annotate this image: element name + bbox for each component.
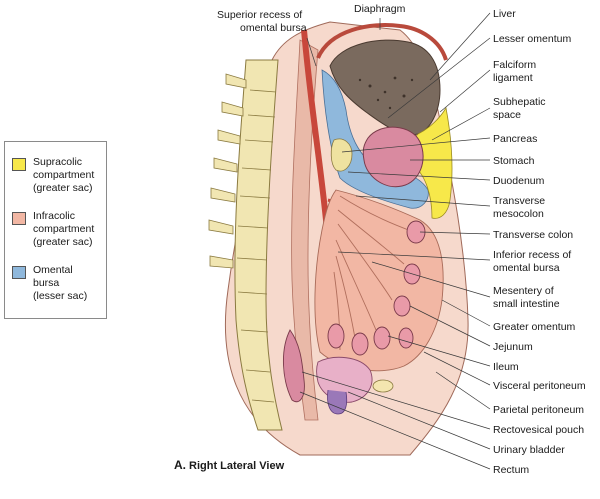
figure-caption: A.Right Lateral View xyxy=(174,458,284,472)
right-label-1-line0: Lesser omentum xyxy=(493,33,571,45)
right-label-8-line0: Transverse colon xyxy=(493,229,573,241)
legend-swatch-omental xyxy=(12,266,26,279)
right-label-3-line0: Subhepatic xyxy=(493,96,546,108)
right-label-6-line0: Duodenum xyxy=(493,175,545,187)
right-label-7-line1: mesocolon xyxy=(493,208,544,220)
caption-text: Right Lateral View xyxy=(189,460,285,472)
right-label-2-line0: Falciform xyxy=(493,59,536,71)
legend-label-infracolic: Infracolic compartment (greater sac) xyxy=(33,210,95,248)
right-label-17-line0: Urinary bladder xyxy=(493,444,565,456)
leader-lines xyxy=(299,12,491,470)
right-label-4-line0: Pancreas xyxy=(493,133,537,145)
rectum-shape xyxy=(282,329,305,403)
legend-label-supracolic: Supracolic compartment (greater sac) xyxy=(33,156,95,194)
right-label-18-line0: Rectum xyxy=(493,464,529,476)
right-label-7-line0: Transverse xyxy=(493,195,545,207)
right-label-9-line1: omental bursa xyxy=(493,262,560,274)
right-label-13-line0: Ileum xyxy=(493,361,519,373)
legend-label-omental: Omental bursa (lesser sac) xyxy=(33,264,88,302)
label-superior-recess-line2: omental bursa xyxy=(240,22,307,34)
caption-letter: A. xyxy=(174,458,186,472)
right-label-2-line1: ligament xyxy=(493,72,533,84)
legend-swatch-supracolic xyxy=(12,158,26,171)
right-label-0-line0: Liver xyxy=(493,8,516,20)
right-label-15-line0: Parietal peritoneum xyxy=(493,404,584,416)
right-label-3-line1: space xyxy=(493,109,521,121)
label-diaphragm: Diaphragm xyxy=(354,3,406,15)
legend: Supracolic compartment (greater sac) Inf… xyxy=(4,141,107,319)
right-label-11-line0: Greater omentum xyxy=(493,321,576,333)
posterior-wall xyxy=(291,39,319,421)
mesentery-fan xyxy=(333,195,415,351)
pancreas-shape xyxy=(330,138,353,172)
right-label-5-line0: Stomach xyxy=(493,155,535,167)
vertebral-column xyxy=(208,59,283,431)
right-label-14-line0: Visceral peritoneum xyxy=(493,380,586,392)
right-label-12-line0: Jejunum xyxy=(493,341,533,353)
stomach-shape xyxy=(362,126,424,188)
liver-shape xyxy=(329,39,441,136)
intestinal-loops xyxy=(327,220,426,356)
label-superior-recess-line1: Superior recess of xyxy=(217,9,302,21)
legend-swatch-infracolic xyxy=(12,212,26,225)
right-label-16-line0: Rectovesical pouch xyxy=(493,424,584,436)
right-label-9-line0: Inferior recess of xyxy=(493,249,571,261)
right-label-10-line1: small intestine xyxy=(493,298,560,310)
diaphragm-shape xyxy=(316,23,448,61)
right-label-10-line0: Mesentery of xyxy=(493,285,554,297)
